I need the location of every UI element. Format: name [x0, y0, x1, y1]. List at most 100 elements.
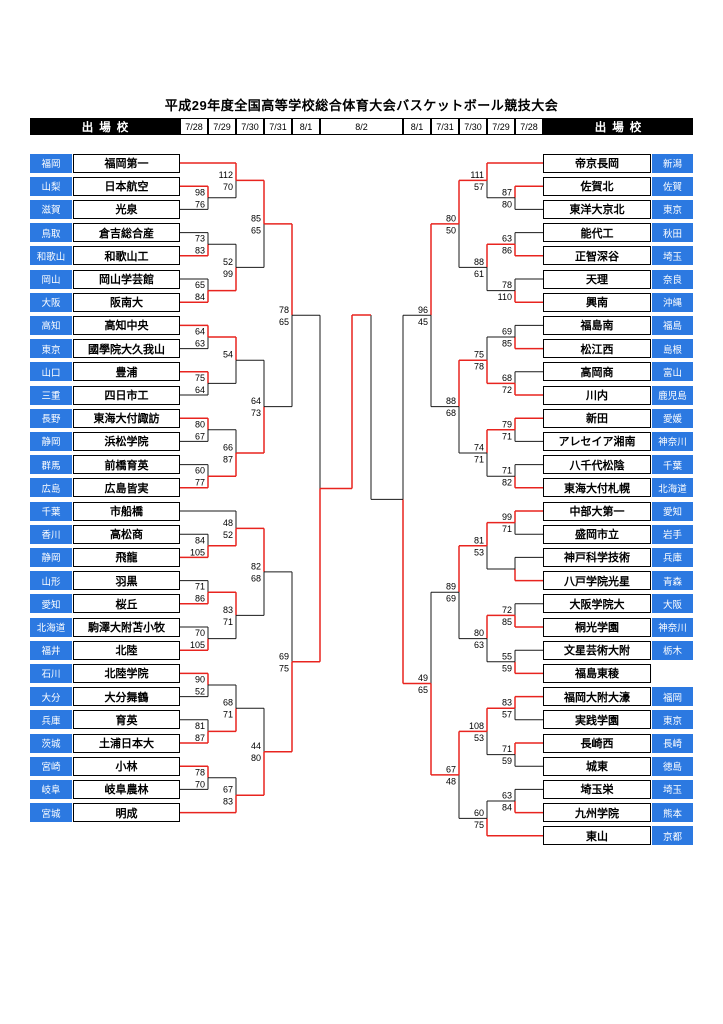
match-score: 68: [502, 373, 512, 383]
prefecture-label: 埼玉: [652, 246, 693, 266]
prefecture-label: 和歌山: [30, 246, 72, 266]
date-header: 7/28: [180, 118, 208, 135]
match-score: 99: [223, 269, 233, 279]
prefecture-label: 福島: [652, 315, 693, 335]
school-name: 新田: [543, 408, 651, 428]
match-score: 44: [251, 741, 261, 751]
match-score: 80: [251, 753, 261, 763]
prefecture-label: 香川: [30, 524, 72, 544]
match-score: 65: [418, 685, 428, 695]
match-score: 71: [223, 710, 233, 720]
school-name: 高松商: [73, 524, 180, 544]
prefecture-label: 大阪: [652, 594, 693, 614]
school-name: 能代工: [543, 223, 651, 243]
match-score: 75: [195, 373, 205, 383]
match-score: 50: [446, 225, 456, 235]
school-name: 國學院大久我山: [73, 339, 180, 359]
left-participants-header: 出場校: [30, 118, 180, 135]
school-name: 高知中央: [73, 315, 180, 335]
match-score: 49: [418, 673, 428, 683]
school-name: 四日市工: [73, 385, 180, 405]
school-name: 正智深谷: [543, 246, 651, 266]
match-score: 63: [502, 234, 512, 244]
prefecture-label: 奈良: [652, 269, 693, 289]
prefecture-label: 静岡: [30, 431, 72, 451]
school-name: 神戸科学技術: [543, 547, 651, 567]
prefecture-label: 山形: [30, 571, 72, 591]
match-score: 63: [195, 339, 205, 349]
date-header: 7/30: [459, 118, 487, 135]
school-name: 市船橋: [73, 501, 180, 521]
school-name: 光泉: [73, 199, 180, 219]
prefecture-label: 兵庫: [30, 710, 72, 730]
match-score: 78: [195, 767, 205, 777]
prefecture-label: 千葉: [652, 455, 693, 475]
school-name: 広島皆実: [73, 478, 180, 498]
match-score: 65: [195, 280, 205, 290]
match-score: 63: [474, 640, 484, 650]
match-score: 71: [502, 744, 512, 754]
school-name: 小林: [73, 756, 180, 776]
school-name: 天理: [543, 269, 651, 289]
date-header: 7/31: [264, 118, 292, 135]
school-name: 日本航空: [73, 176, 180, 196]
date-header: 7/29: [487, 118, 515, 135]
right-participants-header: 出場校: [543, 118, 693, 135]
match-score: 45: [418, 317, 428, 327]
prefecture-label: 青森: [652, 571, 693, 591]
match-score: 57: [502, 710, 512, 720]
match-score: 67: [223, 785, 233, 795]
prefecture-label: 熊本: [652, 803, 693, 823]
match-score: 73: [195, 234, 205, 244]
match-score: 83: [223, 797, 233, 807]
match-score: 65: [279, 317, 289, 327]
date-header: 7/30: [236, 118, 264, 135]
school-name: 帝京長岡: [543, 153, 651, 173]
page-title: 平成29年度全国高等学校総合体育大会バスケットボール競技大会: [164, 98, 559, 113]
school-name: 飛龍: [73, 547, 180, 567]
prefecture-label: 群馬: [30, 455, 72, 475]
match-score: 53: [474, 547, 484, 557]
prefecture-label: 石川: [30, 663, 72, 683]
match-score: 85: [502, 339, 512, 349]
prefecture-label: 徳島: [652, 756, 693, 776]
match-score: 68: [446, 408, 456, 418]
school-name: 北陸: [73, 640, 180, 660]
prefecture-label: 高知: [30, 315, 72, 335]
prefecture-label: 滋賀: [30, 199, 72, 219]
match-score: 71: [502, 466, 512, 476]
match-score: 67: [446, 764, 456, 774]
match-score: 72: [502, 605, 512, 615]
date-header: 7/29: [208, 118, 236, 135]
match-score: 86: [502, 246, 512, 256]
match-score: 66: [223, 443, 233, 453]
match-score: 70: [223, 182, 233, 192]
match-score: 89: [446, 582, 456, 592]
match-score: 64: [195, 327, 205, 337]
match-score: 48: [446, 776, 456, 786]
school-name: 大分舞鶴: [73, 687, 180, 707]
match-score: 82: [502, 478, 512, 488]
school-name: 松江西: [543, 339, 651, 359]
prefecture-label: 静岡: [30, 547, 72, 567]
match-score: 85: [251, 213, 261, 223]
match-score: 65: [251, 225, 261, 235]
prefecture-label: 島根: [652, 339, 693, 359]
school-name: 岐阜農林: [73, 779, 180, 799]
school-name: 前橋育英: [73, 455, 180, 475]
school-name: 福島東稜: [543, 663, 651, 683]
match-score: 80: [446, 213, 456, 223]
match-score: 77: [195, 478, 205, 488]
school-name: 高岡商: [543, 362, 651, 382]
school-name: 駒澤大附苫小牧: [73, 617, 180, 637]
match-score: 84: [502, 803, 512, 813]
match-score: 54: [223, 350, 233, 360]
school-name: 文星芸術大附: [543, 640, 651, 660]
school-name: 九州学院: [543, 803, 651, 823]
prefecture-label: 宮崎: [30, 756, 72, 776]
prefecture-label: 三重: [30, 385, 72, 405]
school-name: 和歌山工: [73, 246, 180, 266]
match-score: 60: [195, 466, 205, 476]
match-score: 84: [195, 292, 205, 302]
